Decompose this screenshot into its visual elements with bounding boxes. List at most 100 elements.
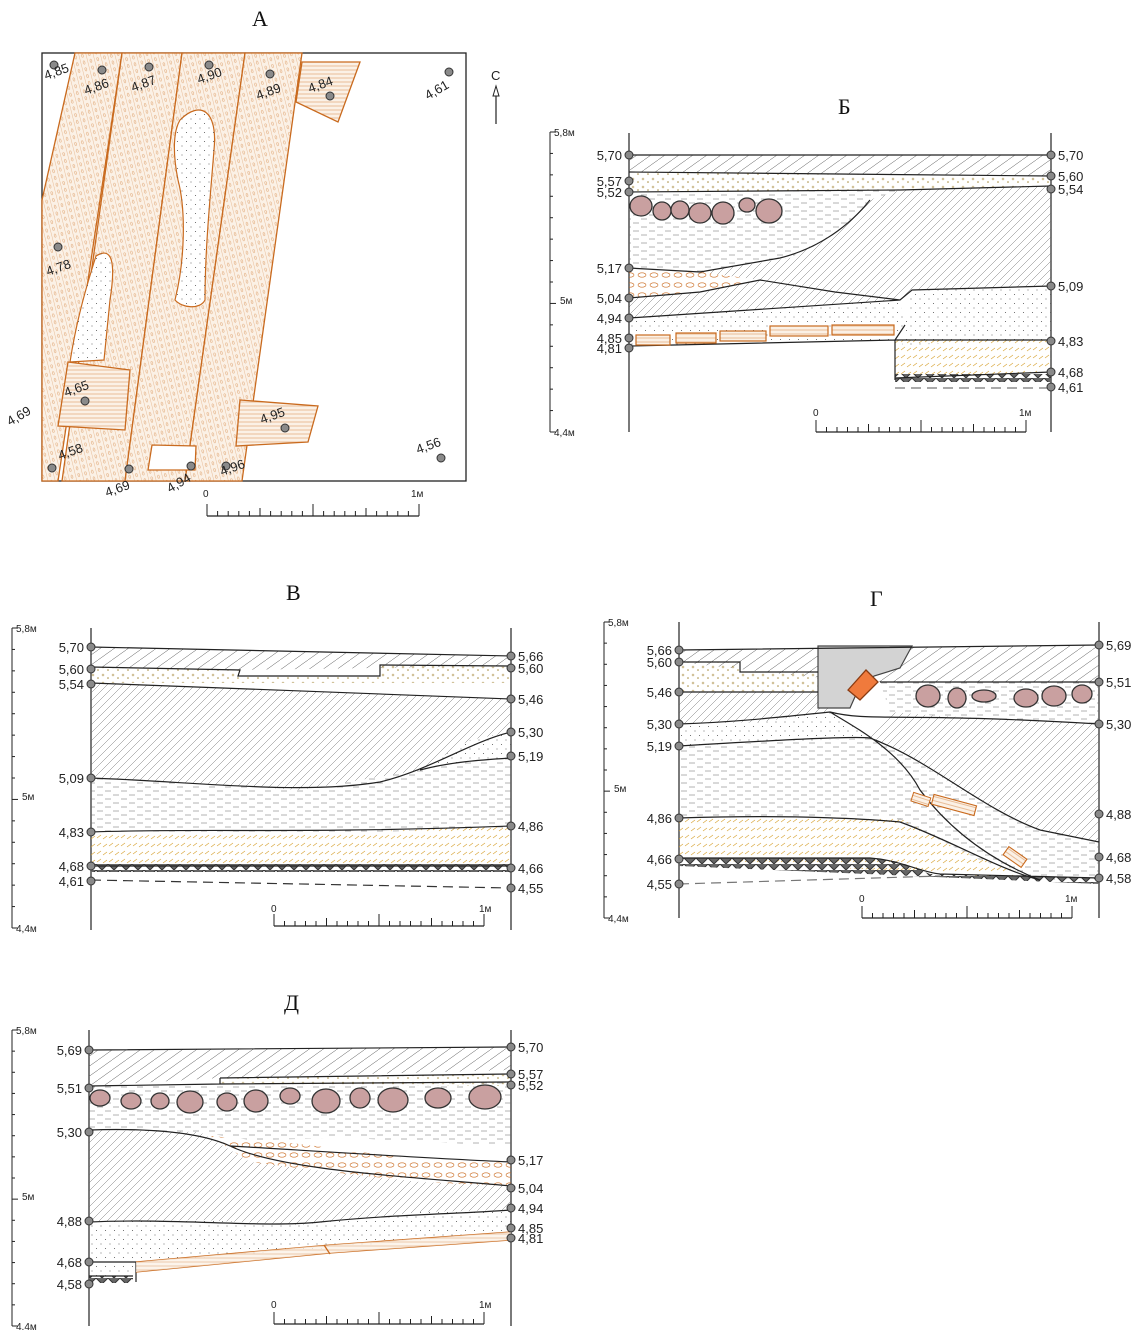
decayed-wood-fill [70, 253, 113, 362]
stone [652, 201, 672, 221]
elevation-label: 5,51 [1106, 675, 1131, 690]
elevation-marker [84, 1279, 94, 1289]
elevation-markers: 5,705,605,545,094,834,684,615,665,605,46… [59, 640, 544, 896]
layer-sandy-loam [89, 1210, 511, 1262]
elevation-label: 4,55 [647, 877, 672, 892]
elevation-label: 4,85 [518, 1221, 543, 1236]
elevation-label: 4,81 [597, 341, 622, 356]
elevation-marker [86, 876, 96, 886]
elevation-marker [1094, 640, 1104, 650]
elevation-marker [1094, 677, 1104, 687]
plank-joint [323, 1244, 331, 1255]
elevation-marker [1046, 281, 1056, 291]
elevation-label: 4,83 [1058, 334, 1083, 349]
axis-bottom-label: 4,4м [608, 914, 629, 925]
elevation-marker [674, 854, 684, 864]
elevation-label: 5,46 [647, 685, 672, 700]
axis-top-label: 5,8м [16, 1026, 37, 1037]
elevation-marker [86, 679, 96, 689]
elevation-marker [506, 1223, 516, 1233]
north-arrow-head [492, 84, 500, 97]
plank [769, 325, 829, 337]
scale-ticks [273, 914, 485, 927]
elevation-marker [506, 1080, 516, 1090]
axis-bottom-label: 4,4м [16, 1322, 37, 1330]
scale-ticks [273, 1312, 485, 1325]
layer-humus [679, 746, 920, 830]
stone [216, 1092, 238, 1112]
panel-b-title: Б [838, 94, 851, 119]
elevation-markers: 5,665,605,465,305,194,864,664,555,695,51… [647, 638, 1132, 892]
elevation-label: 5,17 [518, 1153, 543, 1168]
elevation-label: 4,94 [518, 1201, 543, 1216]
brick-fragment [847, 669, 879, 701]
elevation-label: 4,88 [57, 1214, 82, 1229]
scale-end: 1м [411, 489, 424, 500]
stones-row [629, 195, 783, 225]
stones-row [915, 684, 1093, 709]
stone [377, 1087, 409, 1113]
stone [279, 1087, 301, 1105]
elevation-label: 5,66 [518, 649, 543, 664]
elevation-marker [624, 343, 634, 353]
stone [1013, 688, 1039, 708]
elevation-label: 5,70 [597, 148, 622, 163]
elevation-marker [624, 150, 634, 160]
elevation-marker [674, 879, 684, 889]
elevation-point [97, 65, 107, 75]
elevation-label: 5,09 [59, 771, 84, 786]
layer-sand [679, 818, 1040, 880]
elevation-marker [84, 1045, 94, 1055]
scale-end: 1м [1065, 894, 1078, 905]
layer-sandy-wedge [420, 732, 511, 770]
elevation-label: 5,52 [597, 185, 622, 200]
north-arrow: С [491, 68, 500, 124]
elevation-marker [506, 1203, 516, 1213]
elevation-label: 4,85 [597, 331, 622, 346]
elevation-label: 4,58 [1106, 871, 1131, 886]
elevation-point [221, 461, 231, 471]
elevation-label: 4,88 [1106, 807, 1131, 822]
scale-end: 1м [479, 1300, 492, 1311]
layer-humus [91, 758, 511, 834]
elevation-marker [84, 1127, 94, 1137]
elevation-label: 5,17 [597, 261, 622, 276]
axis-bottom-label: 4,4м [16, 924, 37, 935]
elevation-marker [1094, 873, 1104, 883]
elevation-point [144, 62, 154, 72]
elevation-marker [1046, 171, 1056, 181]
scale-start: 0 [271, 904, 277, 915]
elevation-point [186, 461, 196, 471]
axis-bottom-label: 4,4м [554, 428, 575, 439]
elevation-marker [624, 263, 634, 273]
elevation-label: 4,69 [4, 403, 33, 429]
elevation-point [265, 69, 275, 79]
stone [711, 201, 735, 225]
panel-d-section: Г 5,8м 5м 4,4м 5 [603, 586, 1132, 925]
axis-mid-label: 5м [614, 784, 627, 795]
stone [1041, 685, 1067, 707]
panel-c-section: В 5,8м 5м 4,4м 5,705,605,545,094,834,684… [11, 580, 544, 935]
elevation-label: 4,68 [1058, 365, 1083, 380]
elevation-point [80, 396, 90, 406]
elevation-marker [506, 1183, 516, 1193]
depth-axis [11, 1029, 18, 1327]
elevation-label: 5,57 [518, 1067, 543, 1082]
elevation-label: 5,60 [59, 662, 84, 677]
wooden-plank [136, 1232, 511, 1272]
stone [120, 1092, 142, 1110]
scale-start: 0 [271, 1300, 277, 1311]
stone [349, 1087, 371, 1109]
depth-axis [549, 131, 556, 433]
elevation-label: 5,69 [57, 1043, 82, 1058]
plank [1002, 845, 1028, 869]
elevation-marker [506, 651, 516, 661]
layer-bedrock [679, 858, 1099, 884]
pit-bottom-line [90, 879, 512, 889]
elevation-marker [624, 176, 634, 186]
elevation-marker [506, 727, 516, 737]
stone [1071, 684, 1093, 704]
scale-end: 1м [479, 904, 492, 915]
elevation-marker [624, 187, 634, 197]
elevation-point [53, 242, 63, 252]
